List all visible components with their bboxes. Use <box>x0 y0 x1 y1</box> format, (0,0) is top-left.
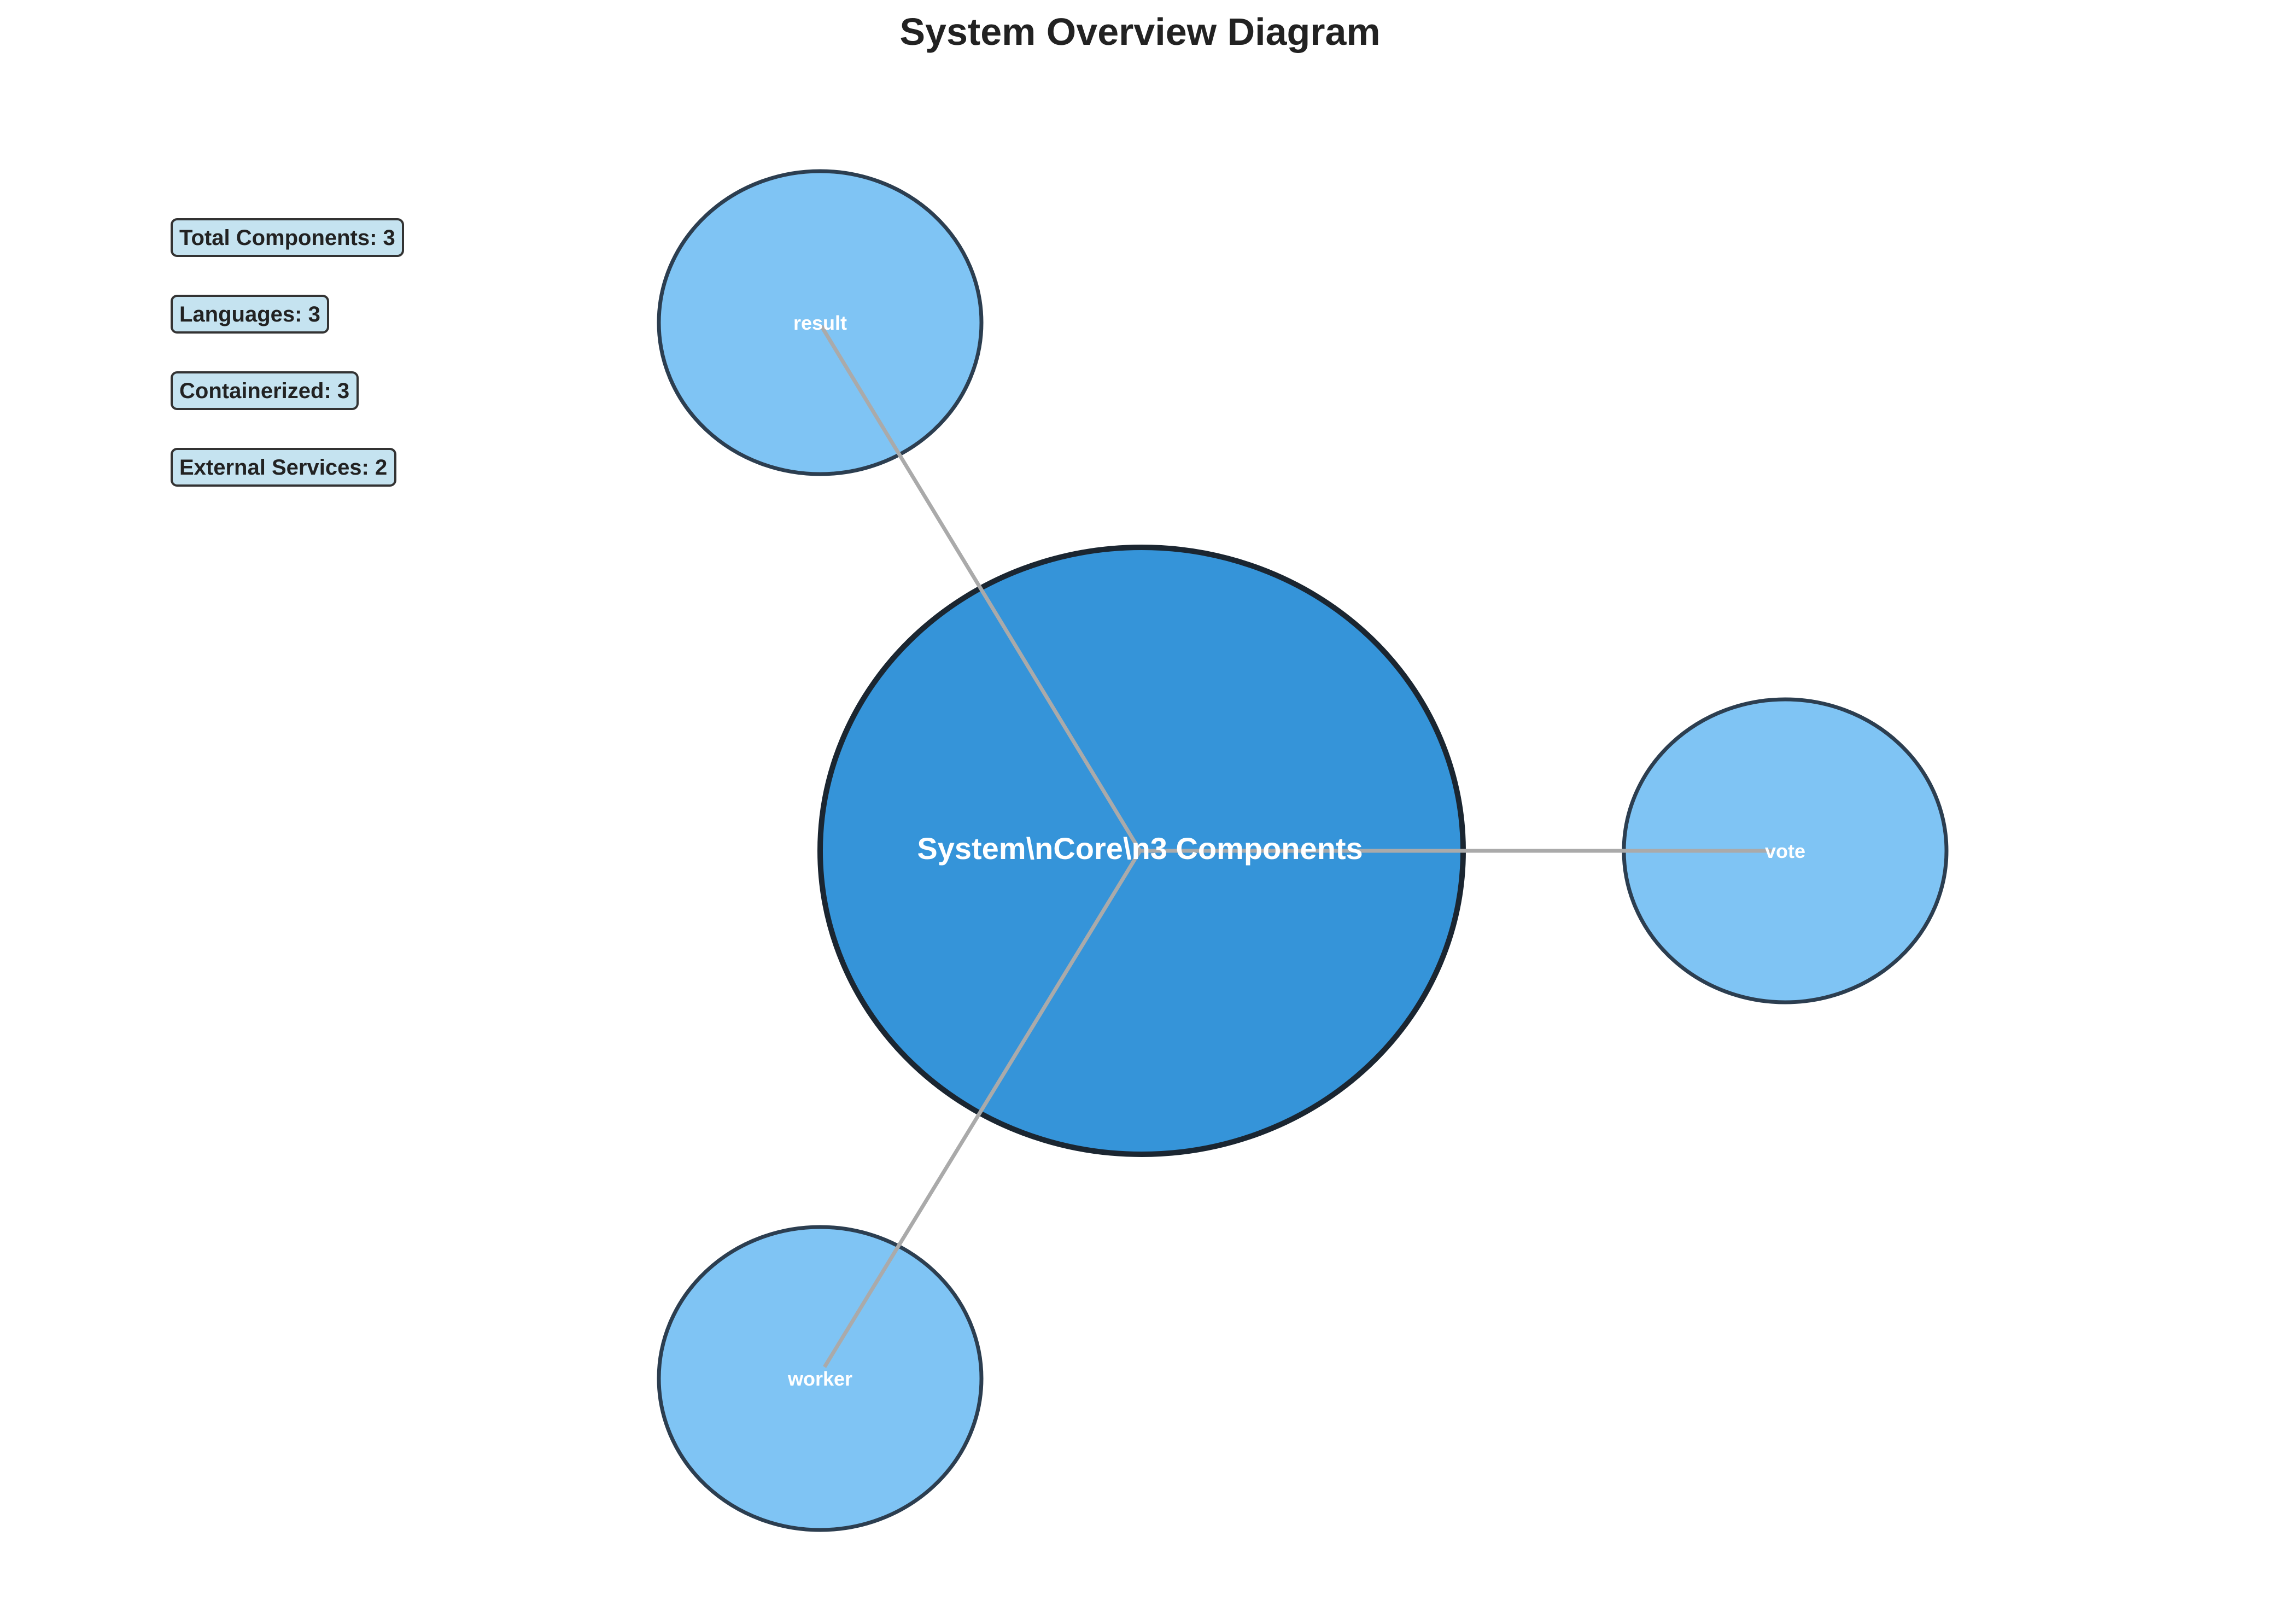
stat-badge-box <box>171 218 404 257</box>
stat-badge: Total Components: 3 <box>171 218 404 257</box>
stat-languages: Languages: 3 <box>179 302 320 326</box>
edge-center-result <box>820 325 1142 852</box>
edge-center-worker <box>823 850 1142 1368</box>
stat-external-services: External Services: 2 <box>179 455 387 480</box>
component-label-result: result <box>793 312 847 334</box>
component-node-result <box>657 169 984 476</box>
stats-panel: Total Components: 3 Languages: 3 Contain… <box>171 218 404 487</box>
stat-badge: External Services: 2 <box>171 448 396 487</box>
stat-badge-box <box>171 448 396 487</box>
component-label-worker: worker <box>787 1368 852 1390</box>
stat-containerized: Containerized: 3 <box>179 379 349 403</box>
stat-badge: Containerized: 3 <box>171 371 359 410</box>
diagram-title: System Overview Diagram <box>899 10 1380 53</box>
center-node-label: System\nCore\n3 Components <box>917 831 1363 866</box>
stat-total-components: Total Components: 3 <box>179 226 395 250</box>
stat-badge-box <box>171 371 359 410</box>
stat-badge-box <box>171 295 329 334</box>
component-node-worker <box>657 1225 984 1532</box>
component-label-vote: vote <box>1765 840 1805 862</box>
stat-badge: Languages: 3 <box>171 295 329 334</box>
